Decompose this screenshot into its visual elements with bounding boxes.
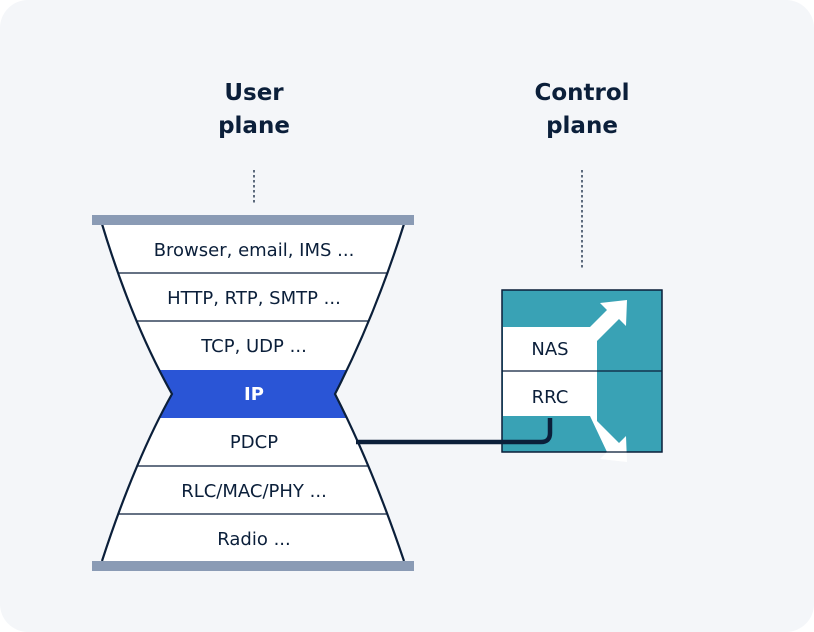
control-label-rrc: RRC xyxy=(532,387,569,408)
layer-label-transport: TCP, UDP ... xyxy=(200,336,307,357)
nas-layer xyxy=(503,327,597,372)
user-plane-heading: User plane xyxy=(154,77,354,143)
layer-label-ip: IP xyxy=(244,384,264,405)
control-plane-title-line1: Control xyxy=(534,80,630,106)
hourglass-outline-left xyxy=(100,223,174,562)
layer-label-pdcp: PDCP xyxy=(230,432,278,453)
layer-label-protocols: HTTP, RTP, SMTP ... xyxy=(167,288,341,309)
hourglass-bottom-bar xyxy=(92,561,414,571)
layer-label-rlc-mac-phy: RLC/MAC/PHY ... xyxy=(181,481,327,502)
hourglass-outline-right xyxy=(333,223,406,562)
control-plane-box-border xyxy=(501,289,663,453)
user-plane-title-line1: User xyxy=(224,80,284,106)
layer-label-radio: Radio ... xyxy=(217,529,290,550)
control-plane-title-line2: plane xyxy=(546,113,618,139)
hourglass-top-bar xyxy=(92,215,414,225)
layer-label-application: Browser, email, IMS ... xyxy=(154,240,355,261)
rrc-layer xyxy=(503,372,597,416)
control-plane-heading: Control plane xyxy=(482,77,682,143)
user-plane-title-line2: plane xyxy=(218,113,290,139)
pdcp-rrc-connector xyxy=(356,418,553,445)
control-label-nas: NAS xyxy=(531,339,568,360)
